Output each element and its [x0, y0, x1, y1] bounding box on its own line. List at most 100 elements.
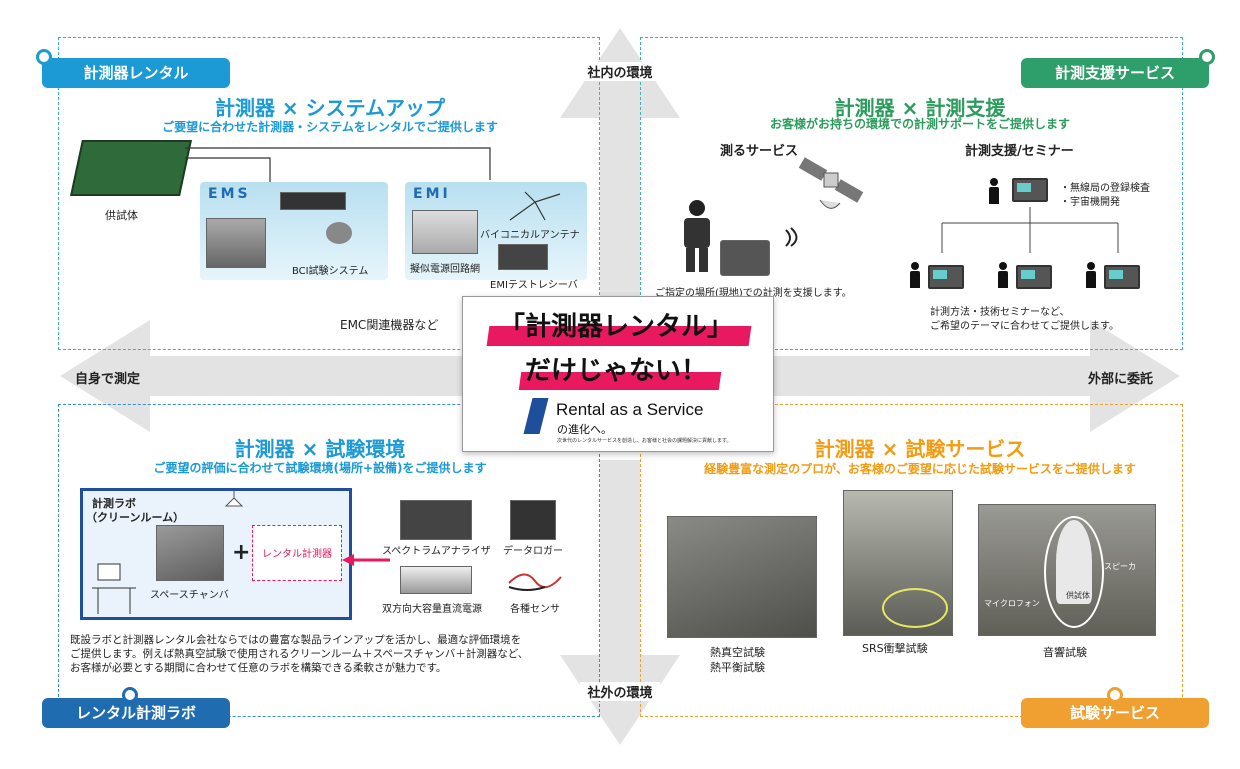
attendee-monitor	[928, 265, 964, 289]
bci-label: BCI試験システム	[292, 266, 369, 277]
spectrum-label: スペクトラムアナライザ	[382, 546, 491, 557]
thermal-label-2: 熱平衡試験	[710, 661, 765, 674]
arrow-right	[770, 320, 1180, 432]
rental-box	[252, 525, 342, 581]
emc-label: EMC関連機器など	[340, 318, 439, 332]
speaker-label: スピーカ	[1104, 562, 1136, 571]
sensor-icon	[508, 573, 562, 591]
receiver-label: EMIテストレシーバ	[490, 280, 578, 291]
axis-right-label: 外部に委託	[1088, 372, 1154, 387]
emi-label: EMI	[413, 186, 451, 202]
q3-subtitle: ご要望の評価に合わせて試験環境(場所+設備)をご提供します	[153, 461, 487, 475]
seminar-line2: ご希望のテーマに合わせてご提供します。	[930, 321, 1119, 332]
mic-label: マイクロフォン	[984, 599, 1040, 608]
srs-label: SRS衝撃試験	[862, 642, 928, 655]
acoustic-highlight	[1044, 516, 1104, 628]
engineer-figure	[680, 200, 714, 272]
spectrum-image	[400, 500, 472, 540]
red-arrow	[342, 554, 390, 566]
q4-subtitle: 経験豊富な測定のプロが、お客様のご要望に応じた試験サービスをご提供します	[704, 462, 1136, 476]
dut-label: 供試体	[105, 209, 138, 222]
onsite-label: ご指定の場所(現地)での計測を支援します。	[655, 288, 852, 299]
tag-rental: 計測器レンタル	[36, 49, 230, 88]
chamber-image	[156, 525, 224, 581]
ems-generator-image	[280, 192, 346, 210]
q3-title: 計測器 × 試験環境	[234, 437, 406, 461]
quadrant-test	[640, 404, 1183, 717]
thermal-label-1: 熱真空試験	[710, 646, 765, 659]
tree-lines	[941, 207, 1119, 253]
raas-title: Rental as a Service	[556, 400, 704, 419]
quadrant-rental	[58, 37, 600, 350]
arrow-left	[60, 320, 470, 432]
lab-desc-2: ご提供します。例えば熱真空試験で使用されるクリーンルーム＋スペースチャンバ＋計測…	[70, 648, 529, 660]
lab-desc-3: お客様が必要とする期間に合わせて任意のラボを構築できる柔軟さが魅力です。	[70, 662, 447, 674]
attendee-icon	[996, 262, 1010, 288]
satellite-icon	[798, 157, 864, 209]
attendee-icon	[1084, 262, 1098, 288]
psu-image	[400, 566, 472, 594]
lab-title-1: 計測ラボ	[92, 497, 136, 510]
tag-lab: レンタル計測ラボ	[42, 687, 230, 728]
attendee-icon	[908, 262, 922, 288]
receiver-image	[498, 244, 548, 270]
logger-label: データロガー	[503, 546, 563, 557]
bullet-space: ・宇宙機開発	[1060, 197, 1120, 208]
measure-heading: 測るサービス	[720, 144, 799, 159]
plus-sign: +	[232, 540, 251, 565]
arrow-up	[560, 28, 680, 300]
attendee-monitor	[1016, 265, 1052, 289]
rental-box-label: レンタル計測器	[262, 549, 332, 560]
psu-label: 双方向大容量直流電源	[382, 604, 482, 615]
antenna-label: バイコニカルアンテナ	[480, 230, 580, 241]
thermal-vacuum-image	[667, 516, 817, 638]
antenna-icon	[509, 191, 561, 221]
tag-support: 計測支援サービス	[1021, 49, 1215, 88]
seminar-line1: 計測方法・技術セミナーなど、	[930, 307, 1070, 318]
q2-title: 計測器 × 計測支援	[834, 96, 1006, 120]
center-headline-2: だけじゃない！	[524, 356, 707, 386]
bci-probe-image	[326, 222, 352, 244]
bullet-radio: ・無線局の登録検査	[1060, 183, 1150, 194]
ems-label: EMS	[208, 186, 251, 202]
axis-left-label: 自身で測定	[75, 372, 141, 387]
attendee-monitor	[1104, 265, 1140, 289]
tag-dot	[36, 49, 52, 65]
lab-title-2: （クリーンルーム）	[86, 511, 185, 524]
instructor-icon	[987, 178, 1001, 204]
logger-image	[510, 500, 556, 540]
acoustic-dut-label: 供試体	[1066, 591, 1090, 600]
arrow-down	[560, 460, 680, 745]
signal-icon	[785, 227, 798, 247]
bci-rack-image	[206, 218, 266, 268]
instructor-monitor	[1012, 178, 1048, 202]
center-headline-1: 「計測器レンタル」	[498, 312, 733, 342]
lab-desc-1: 既設ラボと計測器レンタル会社ならではの豊富な製品ラインアップを活かし、最適な評価…	[70, 634, 522, 646]
desk-icon	[92, 563, 136, 614]
srs-highlight	[882, 588, 948, 628]
field-analyzer-image	[720, 240, 770, 276]
quadrant-lab	[58, 404, 600, 717]
axis-top-label: 社内の環境	[580, 62, 660, 81]
chamber-label: スペースチャンバ	[150, 590, 229, 601]
lisn-label: 擬似電源回路網	[410, 264, 480, 275]
tag-test: 試験サービス	[1021, 687, 1209, 728]
sensor-label: 各種センサ	[510, 604, 560, 615]
lamp-icon	[224, 490, 244, 507]
support-heading: 計測支援/セミナー	[965, 144, 1074, 159]
q1-subtitle: ご要望に合わせた計測器・システムをレンタルでご提供します	[162, 120, 498, 134]
tag-dot	[1199, 49, 1215, 65]
connection-lines	[185, 147, 491, 184]
q1-title: 計測器 × システムアップ	[214, 96, 446, 120]
tag-dot	[122, 687, 138, 703]
tag-dot	[1107, 687, 1123, 703]
raas-subtitle: の進化へ。	[557, 423, 612, 436]
acoustic-label: 音響試験	[1043, 646, 1087, 659]
quadrant-support	[640, 37, 1183, 350]
q4-title: 計測器 × 試験サービス	[814, 437, 1026, 461]
q2-subtitle: お客様がお持ちの環境での計測サポートをご提供します	[769, 117, 1070, 131]
lisn-image	[412, 210, 478, 254]
raas-fineprint: 次世代のレンタルサービスを創造し、お客様と社会の課題解決に貢献します。	[557, 438, 732, 444]
axis-bottom-label: 社外の環境	[580, 682, 660, 701]
